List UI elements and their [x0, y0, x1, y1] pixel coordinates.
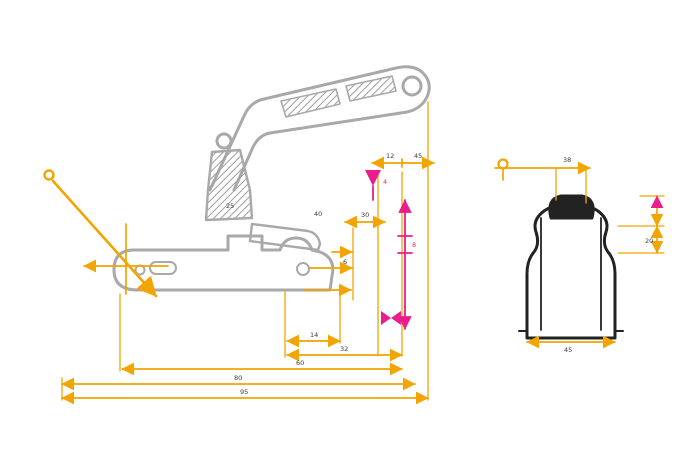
base-flange: [112, 234, 335, 292]
dimension-label: 20: [645, 237, 653, 245]
dimension-label: 4: [383, 178, 387, 186]
dimension-label: 45: [414, 152, 422, 160]
dimension-label: 60: [296, 359, 304, 367]
dimension-label: 80: [234, 374, 242, 382]
dimension-label: 45: [564, 346, 572, 354]
dimension-label: 30: [361, 211, 369, 219]
pink-annotations: [365, 170, 413, 330]
handle-arm: [208, 65, 431, 192]
open-handle-knob: [43, 169, 55, 181]
handle-cutout-1: [280, 88, 341, 118]
pivot-hole: [215, 132, 233, 150]
front-body-outline: [525, 202, 617, 340]
clamp-point-bowtie-left: [381, 311, 391, 325]
front-view-part: [518, 194, 624, 340]
dimension-label: 14: [310, 331, 318, 339]
open-handle-line: [51, 179, 158, 298]
handle-cutout-2: [345, 75, 397, 102]
handle-grip-hole: [401, 75, 423, 97]
dimension-label: 8: [412, 241, 416, 249]
mounting-slot: [149, 261, 177, 275]
stroke-flag-icon: [365, 170, 381, 186]
side-view-dimensions: [43, 101, 435, 405]
clamp-arm: [248, 222, 322, 252]
mounting-hole-right: [296, 262, 310, 276]
dimension-label: 12: [386, 152, 394, 160]
front-view-dimensions: [494, 158, 665, 349]
clamp-point-bowtie-right: [391, 311, 401, 325]
dimension-label: 40: [314, 210, 322, 218]
dimension-label: 32: [340, 345, 348, 353]
pivot-link: [204, 148, 254, 222]
dimension-label: 38: [563, 156, 571, 164]
dimension-label: 95: [240, 388, 248, 396]
dimension-label: 6: [343, 258, 347, 266]
side-view-part: [112, 65, 431, 292]
dimension-labels: 25 40 30 12 45 6 14 32 60 80 95 4 8 38 20 45: [226, 152, 653, 396]
dimension-label: 25: [226, 202, 234, 210]
